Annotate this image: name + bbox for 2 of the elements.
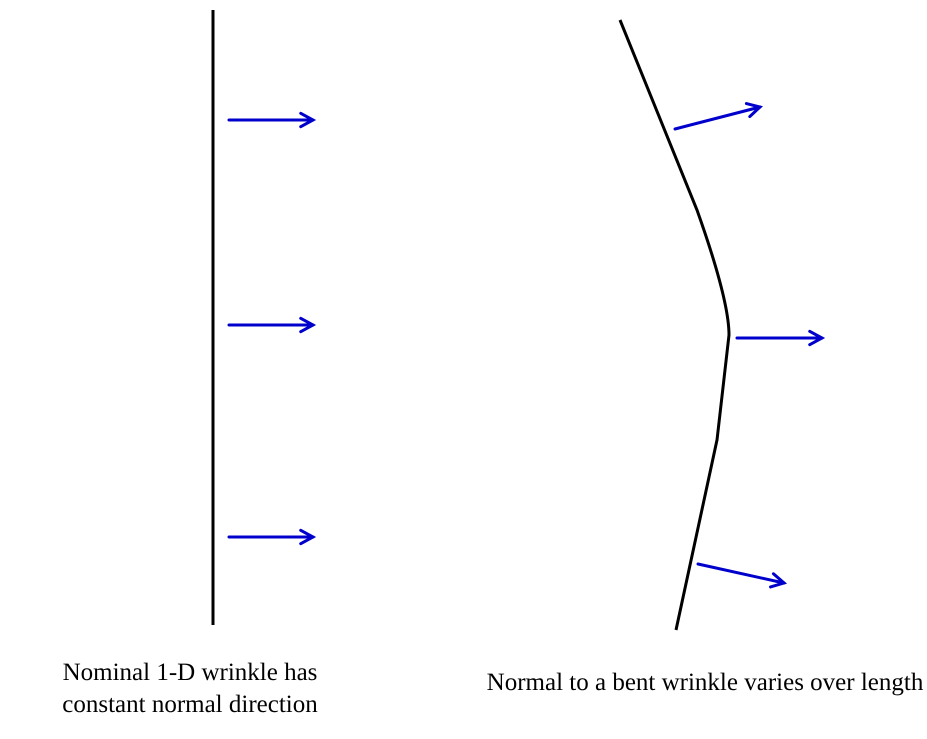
caption: Normal to a bent wrinkle varies over length bbox=[486, 668, 924, 698]
caption: Nominal 1-D wrinkle has constant normal direction bbox=[61, 658, 319, 720]
